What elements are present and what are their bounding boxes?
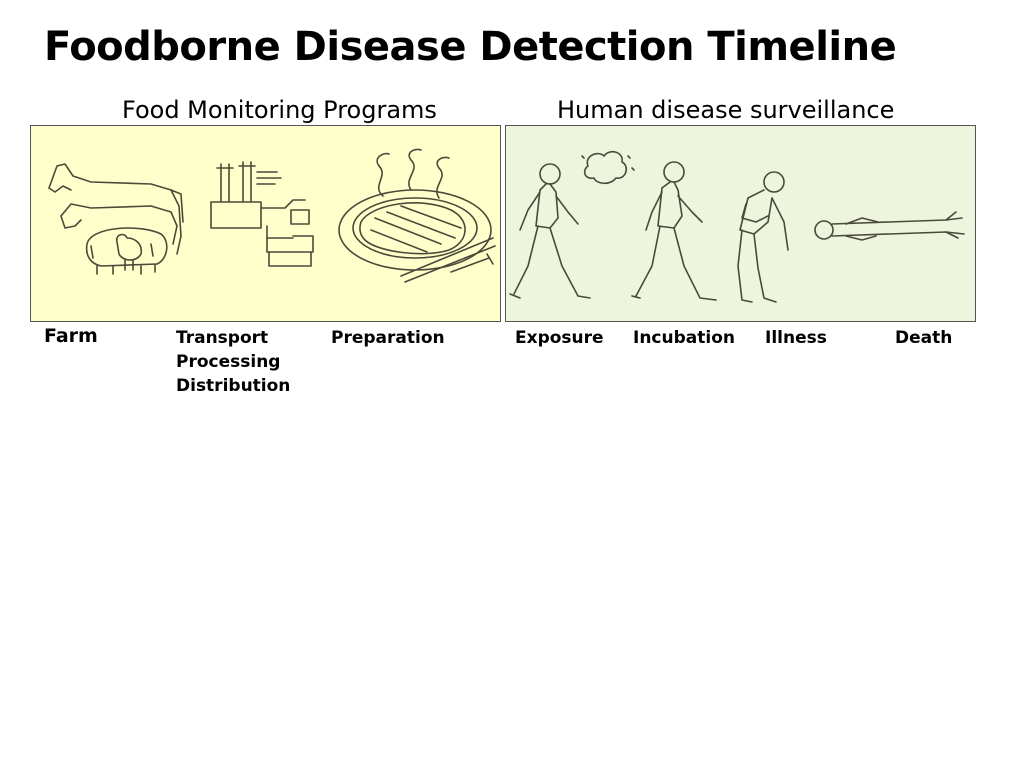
- stage-transport: Transport Processing Distribution: [176, 326, 290, 398]
- steak-plate-icon: [338, 148, 496, 283]
- page-title: Foodborne Disease Detection Timeline: [44, 24, 897, 70]
- livestock-sketch-icon: [48, 163, 184, 275]
- stage-farm: Farm: [44, 325, 98, 347]
- sick-person-icon: [737, 171, 789, 303]
- walking-person-icon: [631, 161, 717, 301]
- stage-processing-label: Processing: [176, 352, 281, 372]
- stage-death: Death: [895, 328, 953, 348]
- stage-illness: Illness: [765, 328, 827, 348]
- stage-distribution-label: Distribution: [176, 376, 291, 396]
- stage-exposure: Exposure: [515, 328, 604, 348]
- walking-person-germs-icon: [509, 150, 635, 299]
- human-surveillance-heading: Human disease surveillance: [557, 96, 895, 124]
- lying-person-icon: [814, 211, 965, 241]
- food-monitoring-heading: Food Monitoring Programs: [122, 96, 437, 124]
- processing-apparatus-icon: [210, 161, 314, 267]
- food-monitoring-panel: [30, 125, 501, 322]
- stage-incubation: Incubation: [633, 328, 735, 348]
- stage-transport-label: Transport: [176, 328, 269, 348]
- stage-preparation: Preparation: [331, 328, 445, 348]
- human-surveillance-panel: [505, 125, 976, 322]
